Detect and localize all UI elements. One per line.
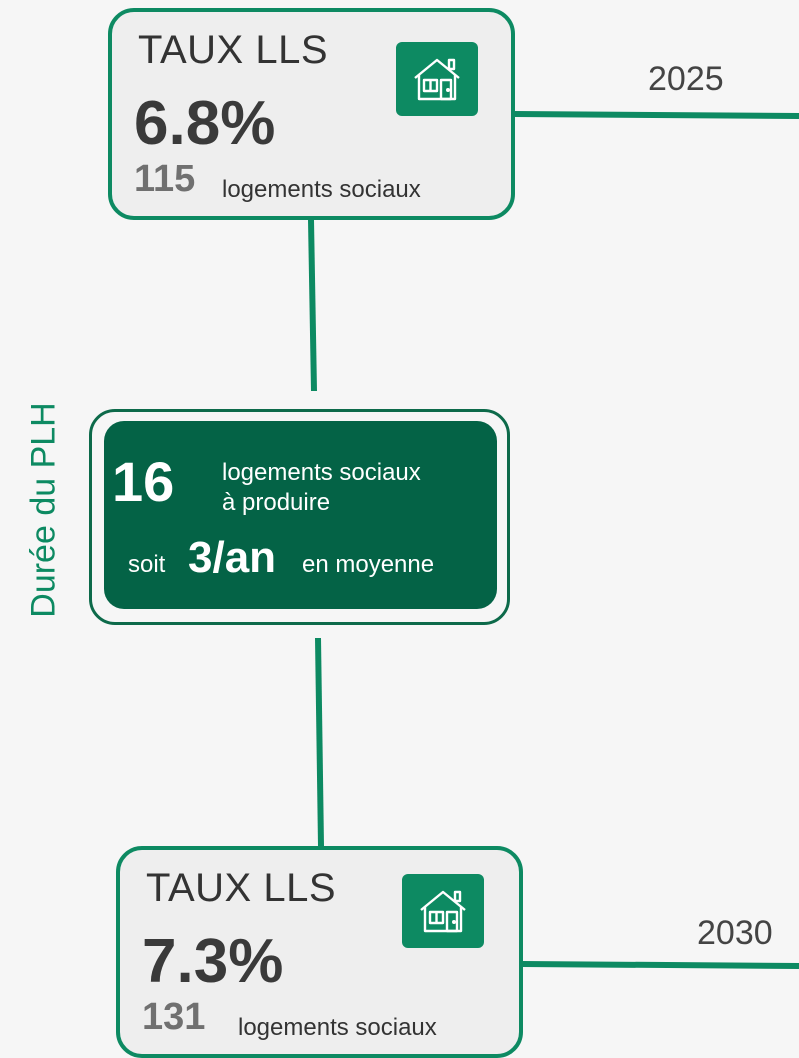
rate-card-start: TAUX LLS 6.8% 115 logements sociaux	[108, 8, 515, 220]
connector-top-to-year	[514, 111, 799, 119]
rate-value: 7.3%	[142, 927, 284, 996]
rate-label: TAUX LLS	[146, 866, 336, 910]
social-housing-count: 115	[134, 158, 196, 200]
connector-center-to-bottom	[315, 637, 324, 847]
soit-label: soit	[128, 551, 166, 578]
housing-to-produce-sublabel: à produire	[222, 489, 331, 516]
housing-to-produce-count: 16	[112, 450, 175, 513]
rate-label: TAUX LLS	[138, 28, 328, 72]
house-icon	[396, 42, 478, 116]
rate-card-end: TAUX LLS 7.3% 131 logements sociaux	[116, 846, 523, 1058]
year-start: 2025	[648, 60, 724, 98]
connector-bottom-to-year	[522, 961, 799, 969]
average-label: en moyenne	[302, 551, 435, 578]
social-housing-label: logements sociaux	[222, 176, 421, 203]
per-year-value: 3/an	[188, 533, 277, 582]
rate-value: 6.8%	[134, 89, 276, 158]
connector-top-to-center	[308, 219, 317, 392]
housing-to-produce-label: logements sociaux	[222, 459, 421, 486]
house-icon	[402, 874, 484, 948]
production-box: 16 logements sociaux à produire soit 3/a…	[104, 421, 497, 609]
year-end: 2030	[697, 914, 773, 952]
duration-label: Durée du PLH	[24, 402, 63, 618]
social-housing-count: 131	[142, 996, 206, 1038]
social-housing-label: logements sociaux	[238, 1014, 437, 1041]
